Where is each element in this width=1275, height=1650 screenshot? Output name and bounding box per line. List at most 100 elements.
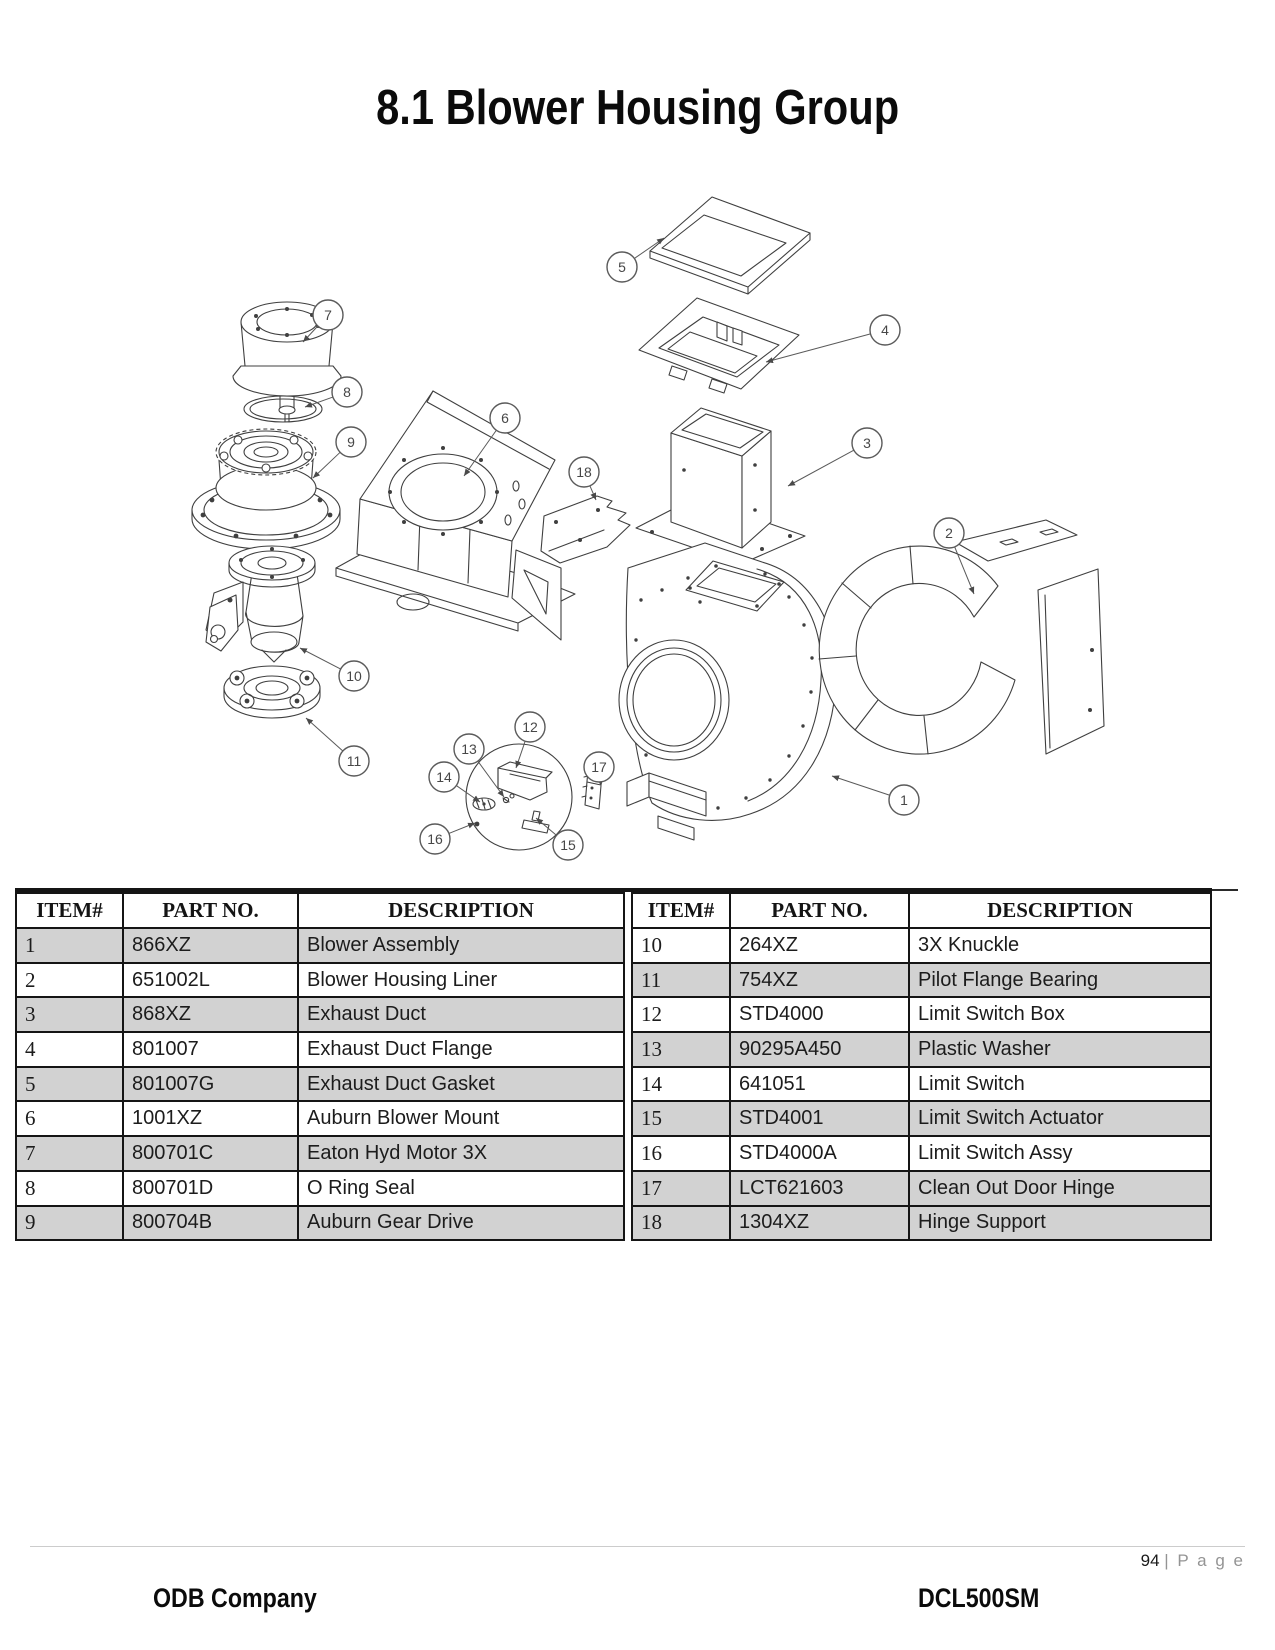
svg-text:3: 3 xyxy=(863,435,871,451)
cell-item: 11 xyxy=(631,961,731,999)
part-auburn-gear-drive xyxy=(191,428,341,550)
cell-desc: Limit Switch Assy xyxy=(908,1135,1212,1172)
cell-desc: Blower Housing Liner xyxy=(297,961,625,999)
footer-divider xyxy=(30,1546,1245,1547)
cell-part: STD4000 xyxy=(729,996,910,1034)
callout-balloon-1: 1 xyxy=(831,775,920,816)
svg-text:1: 1 xyxy=(900,792,908,808)
page-number-value: 94 xyxy=(1140,1551,1160,1570)
cell-desc: Limit Switch Actuator xyxy=(908,1100,1212,1138)
part-hinge-support xyxy=(540,495,631,564)
callout-balloon-8: 8 xyxy=(304,376,363,408)
callout-balloon-7: 7 xyxy=(302,299,344,343)
callout-balloon-10: 10 xyxy=(299,647,370,692)
callout-balloon-12: 12 xyxy=(514,711,546,769)
svg-text:18: 18 xyxy=(576,464,592,480)
cell-part: 264XZ xyxy=(729,927,910,964)
cell-item: 6 xyxy=(15,1100,124,1138)
part-o-ring-seal xyxy=(243,395,323,423)
column-header-part: PART NO. xyxy=(729,893,910,929)
cell-item: 10 xyxy=(631,927,731,964)
cell-item: 1 xyxy=(15,927,124,964)
page-title: 8.1 Blower Housing Group xyxy=(376,81,899,135)
callout-balloon-5: 5 xyxy=(606,237,665,283)
cell-item: 4 xyxy=(15,1031,124,1068)
cell-part: 868XZ xyxy=(122,996,299,1034)
cell-item: 7 xyxy=(15,1135,124,1172)
callout-balloon-14: 14 xyxy=(428,761,481,803)
cell-item: 5 xyxy=(15,1065,124,1103)
cell-part: 800701D xyxy=(122,1169,299,1207)
callout-balloon-3: 3 xyxy=(787,427,883,487)
cell-part: 641051 xyxy=(729,1065,910,1103)
column-header-part: PART NO. xyxy=(122,893,299,929)
svg-text:6: 6 xyxy=(501,410,509,426)
svg-text:8: 8 xyxy=(343,384,351,400)
part-blower-housing-liner xyxy=(818,519,1105,755)
column-header-item: ITEM# xyxy=(15,893,124,929)
cell-desc: Pilot Flange Bearing xyxy=(908,961,1212,999)
cell-desc: Exhaust Duct xyxy=(297,996,625,1034)
cell-desc: Limit Switch xyxy=(908,1065,1212,1103)
column-header-desc: DESCRIPTION xyxy=(297,893,625,929)
part-3x-knuckle xyxy=(205,545,316,663)
svg-text:14: 14 xyxy=(436,769,452,785)
part-hyd-motor xyxy=(232,301,342,423)
cell-item: 18 xyxy=(631,1204,731,1242)
cell-desc: Auburn Gear Drive xyxy=(297,1204,625,1242)
svg-text:12: 12 xyxy=(522,719,538,735)
callout-balloon-16: 16 xyxy=(419,822,476,855)
cell-item: 3 xyxy=(15,996,124,1034)
cell-desc: Exhaust Duct Flange xyxy=(297,1031,625,1068)
cell-part: 800701C xyxy=(122,1135,299,1172)
cell-item: 12 xyxy=(631,996,731,1034)
cell-item: 13 xyxy=(631,1031,731,1068)
callout-balloon-2: 2 xyxy=(933,517,975,595)
cell-part: 651002L xyxy=(122,961,299,999)
cell-desc: Plastic Washer xyxy=(908,1031,1212,1068)
cell-desc: Limit Switch Box xyxy=(908,996,1212,1034)
part-auburn-blower-mount xyxy=(335,390,576,641)
cell-part: 866XZ xyxy=(122,927,299,964)
part-exhaust-duct xyxy=(635,407,806,565)
svg-text:16: 16 xyxy=(427,831,443,847)
header-row: ITEM# PART NO. DESCRIPTION xyxy=(631,893,1212,929)
svg-text:13: 13 xyxy=(461,741,477,757)
cell-item: 14 xyxy=(631,1065,731,1103)
cell-desc: Eaton Hyd Motor 3X xyxy=(297,1135,625,1172)
cell-item: 2 xyxy=(15,961,124,999)
column-header-item: ITEM# xyxy=(631,893,731,929)
svg-text:4: 4 xyxy=(881,322,889,338)
callout-balloon-18: 18 xyxy=(568,456,600,501)
cell-part: 90295A450 xyxy=(729,1031,910,1068)
callout-balloon-4: 4 xyxy=(765,314,901,364)
callout-balloon-6: 6 xyxy=(463,402,521,477)
svg-text:2: 2 xyxy=(945,525,953,541)
svg-text:17: 17 xyxy=(591,759,607,775)
table-top-border-tail xyxy=(1212,889,1238,891)
cell-part: STD4000A xyxy=(729,1135,910,1172)
svg-text:10: 10 xyxy=(346,668,362,684)
cell-part: 801007G xyxy=(122,1065,299,1103)
cell-part: 801007 xyxy=(122,1031,299,1068)
cell-item: 9 xyxy=(15,1204,124,1242)
limit-switch-detail-circle xyxy=(465,743,573,851)
svg-text:11: 11 xyxy=(347,753,362,769)
cell-desc: Clean Out Door Hinge xyxy=(908,1169,1212,1207)
part-blower-assembly xyxy=(618,542,837,841)
svg-text:9: 9 xyxy=(347,434,355,450)
